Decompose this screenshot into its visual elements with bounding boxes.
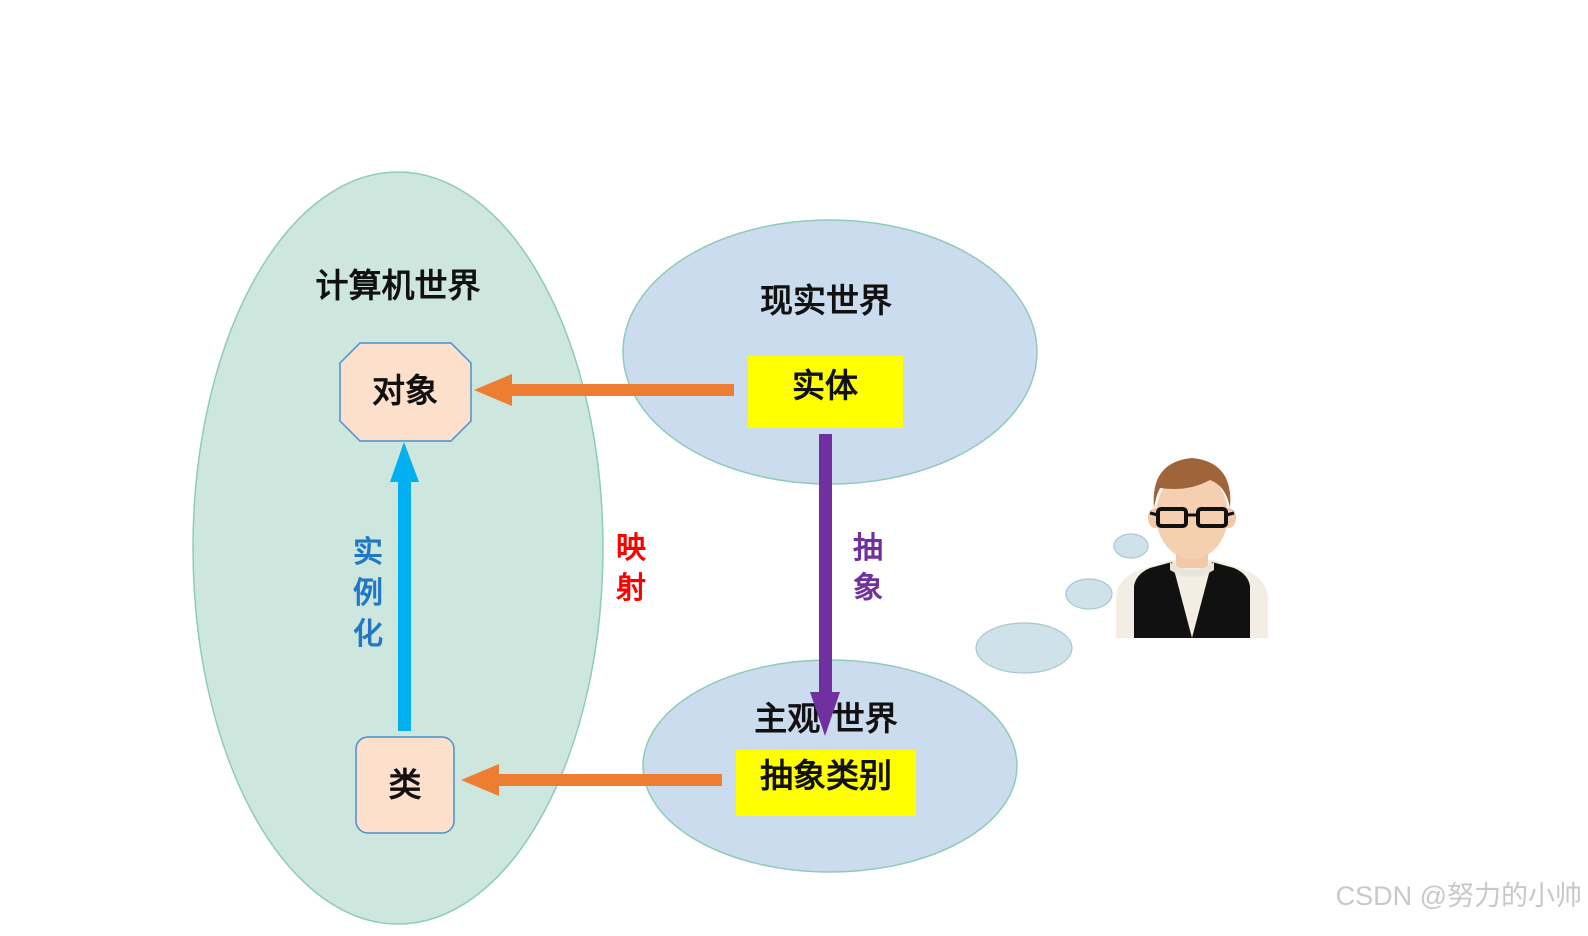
mapping-label: 映 射 [616, 531, 646, 606]
instantiate-label-char: 实 [353, 535, 383, 570]
thought-bubble-small [1113, 533, 1149, 559]
mapping-label-char: 射 [616, 571, 646, 606]
instantiate-label: 实 例 化 [353, 535, 383, 652]
mapping-arrow-entity-to-object [474, 374, 734, 406]
watermark: CSDN @努力的小帅 [1336, 881, 1582, 911]
thought-bubble-large [975, 622, 1073, 674]
person-with-glasses-icon [1116, 458, 1268, 638]
abstract-label: 抽 象 [853, 531, 883, 606]
instantiate-arrow [390, 442, 419, 731]
abstract-label-char: 抽 [853, 531, 883, 566]
object-label: 对象 [372, 371, 438, 410]
entity-label: 实体 [792, 366, 858, 405]
entity-box [748, 356, 903, 428]
class-node [355, 736, 455, 834]
abstract-arrow [810, 434, 840, 736]
abstract-label-char: 象 [853, 571, 883, 606]
thought-bubble-medium [1065, 578, 1113, 610]
instantiate-label-char: 例 [353, 576, 383, 611]
abstract-category-label: 抽象类别 [760, 756, 892, 795]
mapping-arrow-category-to-class [461, 764, 722, 796]
real-world-label: 现实世界 [760, 281, 892, 320]
mapping-label-char: 映 [616, 531, 646, 566]
class-label: 类 [389, 765, 422, 804]
computer-world-label: 计算机世界 [316, 266, 481, 305]
instantiate-label-char: 化 [353, 617, 383, 652]
thought-bubbles [975, 533, 1149, 674]
abstract-category-box [736, 750, 916, 816]
object-node [339, 342, 472, 442]
